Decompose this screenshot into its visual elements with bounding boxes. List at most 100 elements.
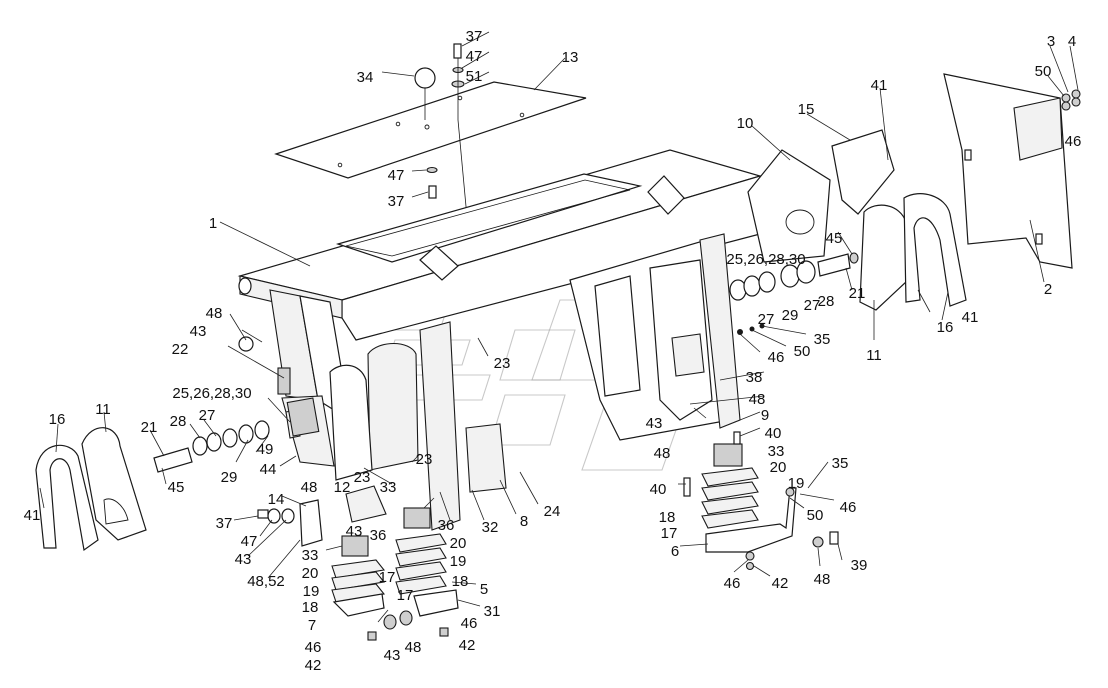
leader-lines (39, 31, 1079, 623)
callout-label-c18r: 18 (659, 509, 676, 526)
callout-label-c37m: 37 (388, 193, 405, 210)
left-side-plates (35, 427, 147, 552)
callout-label-c50m: 50 (794, 343, 811, 360)
callout-label-c39: 39 (851, 557, 868, 574)
callout-label-c13: 13 (562, 49, 579, 66)
callout-label-c17b: 17 (397, 587, 414, 604)
callout-label-c35t: 35 (814, 331, 831, 348)
callout-label-c34: 34 (357, 69, 374, 86)
callout-label-c47t: 47 (466, 48, 483, 65)
callout-label-c43b: 43 (235, 551, 252, 568)
callout-label-c20r: 20 (770, 459, 787, 476)
callout-label-c14: 14 (268, 491, 285, 508)
callout-label-c33r: 33 (768, 443, 785, 460)
callout-label-c6: 6 (671, 543, 679, 560)
top-fastener-stack (426, 43, 469, 229)
main-frame-1 (237, 149, 763, 531)
callout-label-c2: 2 (1044, 281, 1052, 298)
callout-label-c50b: 50 (807, 507, 824, 524)
callout-label-c40a: 40 (765, 425, 782, 442)
callout-label-c21r: 21 (849, 285, 866, 302)
callout-label-c3: 3 (1047, 33, 1055, 50)
callout-label-c46t: 46 (1065, 133, 1082, 150)
callout-label-c42c: 42 (459, 637, 476, 654)
callout-label-c23a: 23 (494, 355, 511, 372)
callout-label-c42b: 42 (305, 657, 322, 674)
callout-label-c20m: 20 (450, 535, 467, 552)
callout-label-c33b: 33 (302, 547, 319, 564)
right-shaft-and-bearings (729, 252, 859, 335)
callout-label-c15: 15 (798, 101, 815, 118)
callout-label-c45l: 45 (168, 479, 185, 496)
callout-label-c41l: 41 (24, 507, 41, 524)
callout-label-c43d: 43 (384, 647, 401, 664)
callout-label-c19l: 19 (303, 583, 320, 600)
callout-label-c49: 49 (257, 441, 274, 458)
callout-label-c48b: 48 (405, 639, 422, 656)
callout-label-c31: 31 (484, 603, 501, 620)
callout-label-c43l: 43 (190, 323, 207, 340)
callout-label-c48_52: 48,52 (247, 573, 285, 590)
callout-label-c32: 32 (482, 519, 499, 536)
callout-label-c51: 51 (466, 68, 483, 85)
callout-label-c42r: 42 (772, 575, 789, 592)
callout-label-c12: 12 (334, 479, 351, 496)
callout-label-c43c: 43 (346, 523, 363, 540)
callout-label-c5: 5 (480, 581, 488, 598)
callout-label-c27r2: 27 (804, 297, 821, 314)
callout-label-c19m: 19 (450, 553, 467, 570)
callout-label-c41r: 41 (962, 309, 979, 326)
callout-label-c17a: 17 (379, 569, 396, 586)
callout-label-c38: 38 (746, 369, 763, 386)
callout-label-c37b: 37 (216, 515, 233, 532)
callout-label-c35b: 35 (832, 455, 849, 472)
callout-label-c23b: 23 (416, 451, 433, 468)
callout-label-c29l: 29 (221, 469, 238, 486)
callout-label-c45r: 45 (826, 230, 843, 247)
left-lower-mount-stack (238, 336, 507, 641)
callout-label-c16l: 16 (49, 411, 66, 428)
callout-label-c46c: 46 (461, 615, 478, 632)
callout-label-c48r1: 48 (749, 391, 766, 408)
callout-label-c1: 1 (209, 215, 217, 232)
callout-label-c18l: 18 (302, 599, 319, 616)
callout-label-c46d: 46 (724, 575, 741, 592)
callout-label-c28l: 28 (170, 413, 187, 430)
callout-label-c20l: 20 (302, 565, 319, 582)
callout-label-c19r: 19 (788, 475, 805, 492)
callout-label-c37t: 37 (466, 28, 483, 45)
callout-label-c41t: 41 (871, 77, 888, 94)
callout-label-c44: 44 (260, 461, 277, 478)
callout-label-c4: 4 (1068, 33, 1076, 50)
callout-label-c11l: 11 (95, 401, 111, 418)
callout-label-c25r: 25,26,28,30 (726, 251, 805, 268)
cover-plate-13 (274, 81, 587, 179)
callout-label-c16r: 16 (937, 319, 954, 336)
callout-label-c40b: 40 (650, 481, 667, 498)
callout-label-c48l: 48 (206, 305, 223, 322)
callout-label-c27l: 27 (199, 407, 216, 424)
callout-label-c48r3: 48 (814, 571, 831, 588)
callout-label-c46m: 46 (768, 349, 785, 366)
callout-label-c10: 10 (737, 115, 754, 132)
callout-label-c48r2: 48 (654, 445, 671, 462)
left-shaft-and-bearings (153, 367, 320, 473)
callout-label-c11r: 11 (866, 347, 882, 364)
right-lower-mount-stack (671, 89, 1081, 571)
callout-label-c24: 24 (544, 503, 561, 520)
callout-label-c33a: 33 (380, 479, 397, 496)
callout-label-c27r1: 27 (758, 311, 775, 328)
callout-label-c36b: 36 (370, 527, 387, 544)
callout-label-c47m: 47 (388, 167, 405, 184)
callout-label-c29r: 29 (782, 307, 799, 324)
callout-label-c21l: 21 (141, 419, 158, 436)
callout-label-c18m: 18 (452, 573, 469, 590)
callout-label-c47b: 47 (241, 533, 258, 550)
callout-label-c23c: 23 (354, 469, 371, 486)
callout-label-c7: 7 (308, 617, 316, 634)
knob-ball-34 (414, 67, 436, 120)
callout-label-c50t: 50 (1035, 63, 1052, 80)
callout-label-c36a: 36 (438, 517, 455, 534)
